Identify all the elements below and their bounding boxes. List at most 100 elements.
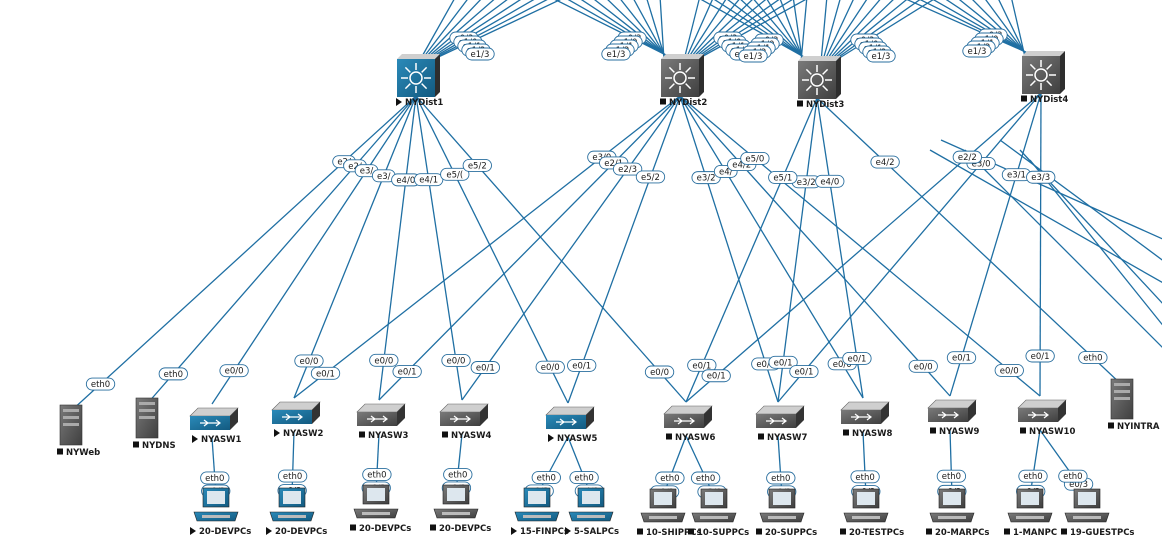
node-nyasw6[interactable]: NYASW6 — [663, 405, 716, 443]
offscreen-link-4[interactable] — [1029, 159, 1162, 328]
uplink-nydist1-6[interactable] — [428, 0, 540, 61]
uplink-nydist3-5[interactable] — [828, 0, 898, 63]
link-nydist2-nyasw9[interactable] — [679, 95, 951, 397]
offscreen-link-2[interactable] — [929, 149, 1162, 284]
uplink-nydist4-8[interactable] — [899, 0, 1038, 58]
uplink-nydist4-2[interactable] — [983, 0, 1029, 58]
uplink-nydist3-0[interactable] — [820, 0, 828, 63]
uplink-nydist2-0[interactable] — [659, 0, 665, 61]
node-nyasw4[interactable]: NYASW4 — [439, 403, 492, 441]
uplink-nydist2-5[interactable] — [691, 0, 771, 61]
link-nydist3-nyintra[interactable] — [816, 97, 1123, 386]
uplink-nydist1-5[interactable] — [427, 0, 527, 61]
uplink-nydist2-4[interactable] — [604, 0, 671, 61]
uplink-nydist1-3[interactable] — [424, 0, 499, 61]
uplink-nydist3-5[interactable] — [737, 0, 809, 63]
node-pc6[interactable]: 5-SALPCs — [565, 487, 619, 537]
uplink-nydist4-3[interactable] — [969, 0, 1030, 58]
uplink-nydist1-4[interactable] — [425, 0, 512, 61]
node-nyasw2[interactable]: NYASW2 — [271, 401, 324, 439]
uplink-nydist2-0[interactable] — [683, 0, 700, 61]
uplink-nydist2-8[interactable] — [548, 0, 677, 61]
uplink-nydist2-2[interactable] — [632, 0, 668, 61]
link-nydist1-nyasw3[interactable] — [378, 95, 417, 401]
uplink-nydist1-0[interactable] — [419, 0, 456, 61]
node-nyasw8[interactable]: NYASW8 — [840, 401, 893, 439]
uplink-nydist3-7[interactable] — [831, 0, 926, 63]
node-pc13[interactable]: 19-GUESTPCs — [1061, 488, 1135, 538]
node-nyasw9[interactable]: NYASW9 — [927, 399, 980, 437]
uplink-nydist2-6[interactable] — [692, 0, 784, 61]
node-nydist4[interactable]: NYDist4 — [1021, 51, 1068, 105]
link-nydist1-nydns[interactable] — [146, 95, 417, 405]
uplink-nydist3-4[interactable] — [826, 0, 883, 63]
uplink-nydist3-1[interactable] — [821, 0, 842, 63]
link-nydist1-nyasw2[interactable] — [293, 95, 417, 399]
link-nydist2-nyasw8[interactable] — [679, 95, 864, 399]
node-nydns[interactable]: NYDNS — [133, 397, 176, 451]
uplink-nydist2-4[interactable] — [689, 0, 756, 61]
uplink-nydist1-1[interactable] — [420, 0, 471, 61]
link-nydist1-nyweb[interactable] — [70, 95, 417, 412]
link-nydist3-nyasw6[interactable] — [685, 97, 818, 403]
link-nydist1-nyasw4[interactable] — [415, 95, 463, 401]
node-nyasw3[interactable]: NYASW3 — [356, 403, 409, 441]
node-nyintra[interactable]: NYINTRA — [1108, 378, 1160, 432]
link-nydist4-nyasw7[interactable] — [777, 92, 1042, 403]
uplink-nydist2-3[interactable] — [618, 0, 670, 61]
node-nydist1[interactable]: NYDist1 — [396, 54, 443, 108]
link-nydist2-nyasw4[interactable] — [461, 95, 681, 401]
link-nydist1-nyasw5[interactable] — [415, 95, 569, 404]
node-nyasw7[interactable]: NYASW7 — [755, 405, 808, 443]
node-pc1[interactable]: 20-DEVPCs — [190, 487, 251, 537]
uplink-nydist2-7[interactable] — [694, 0, 799, 61]
link-nydist4-nyasw6[interactable] — [685, 92, 1042, 403]
uplink-nydist2-1[interactable] — [646, 0, 667, 61]
offscreen-link-1[interactable] — [999, 139, 1162, 262]
node-pc4[interactable]: 20-DEVPCs — [430, 484, 491, 534]
link-nydist2-nyasw3[interactable] — [378, 95, 681, 401]
node-pc5[interactable]: 15-FINPCs — [511, 487, 569, 537]
uplink-nydist1-8[interactable] — [431, 0, 568, 61]
uplink-nydist3-2[interactable] — [779, 0, 805, 63]
node-nyasw5[interactable]: NYASW5 — [545, 406, 598, 444]
uplink-nydist3-0[interactable] — [800, 0, 808, 63]
node-pc3[interactable]: 20-DEVPCs — [350, 484, 411, 534]
node-pc8[interactable]: 10-SUPPCs — [688, 488, 749, 538]
link-nydist2-nyasw10[interactable] — [679, 95, 1041, 397]
link-nydist4-nyasw10[interactable] — [1039, 92, 1042, 397]
uplink-nydist2-8[interactable] — [695, 0, 812, 61]
uplink-nydist1-2[interactable] — [422, 0, 484, 61]
uplink-nydist4-1[interactable] — [997, 0, 1028, 58]
uplink-nydist3-3[interactable] — [765, 0, 807, 63]
node-pc9[interactable]: 20-SUPPCs — [756, 488, 817, 538]
uplink-nydist2-1[interactable] — [684, 0, 715, 61]
node-pc10[interactable]: 20-TESTPCs — [840, 488, 904, 538]
uplink-nydist4-0[interactable] — [1011, 0, 1026, 58]
node-nyweb[interactable]: NYWeb — [57, 404, 100, 458]
link-nydist2-nyasw7[interactable] — [679, 95, 779, 403]
node-pc12[interactable]: 1-MANPC — [1004, 488, 1057, 538]
link-nydist2-nyasw5[interactable] — [567, 95, 681, 404]
node-nydist3[interactable]: NYDist3 — [797, 56, 844, 110]
link-nydist3-nyasw7[interactable] — [777, 97, 818, 403]
link-nydist4-nyasw9[interactable] — [949, 92, 1042, 397]
link-nydist2-nyasw2[interactable] — [293, 95, 681, 399]
uplink-nydist3-6[interactable] — [829, 0, 911, 63]
offscreen-link-5[interactable] — [964, 149, 1162, 350]
node-pc7[interactable]: 10-SHIPPCs — [637, 488, 702, 538]
node-nyasw10[interactable]: NYASW10 — [1017, 399, 1075, 437]
uplink-nydist3-1[interactable] — [792, 0, 804, 63]
uplink-nydist3-4[interactable] — [751, 0, 808, 63]
node-pc11[interactable]: 20-MARPCs — [926, 488, 989, 538]
uplink-nydist2-3[interactable] — [688, 0, 743, 61]
uplink-nydist3-2[interactable] — [823, 0, 855, 63]
uplink-nydist3-8[interactable] — [832, 0, 939, 63]
node-pc2[interactable]: 20-DEVPCs — [266, 487, 327, 537]
node-nydist2[interactable]: NYDist2 — [660, 54, 707, 108]
link-nydist3-nyasw8[interactable] — [816, 97, 864, 399]
uplink-nydist3-8[interactable] — [695, 0, 814, 63]
link-nydist1-nyasw1[interactable] — [211, 95, 417, 405]
uplink-nydist1-7[interactable] — [430, 0, 555, 61]
